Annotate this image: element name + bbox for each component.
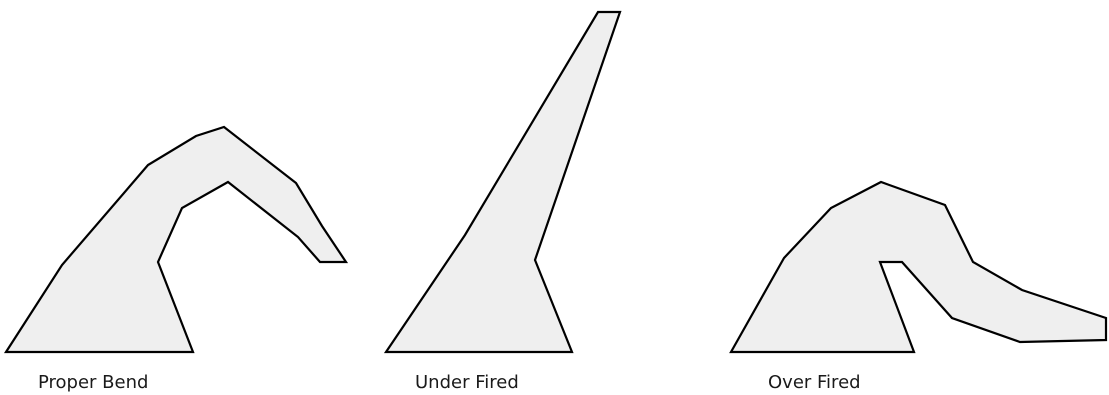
under-fired-caption: Under Fired (415, 374, 519, 392)
proper-bend-caption: Proper Bend (38, 374, 148, 392)
over-fired-caption: Over Fired (768, 374, 861, 392)
proper-bend-cone-shape (6, 127, 346, 352)
under-fired-cone-shape (386, 12, 620, 352)
over-fired-cone-shape (731, 182, 1106, 352)
